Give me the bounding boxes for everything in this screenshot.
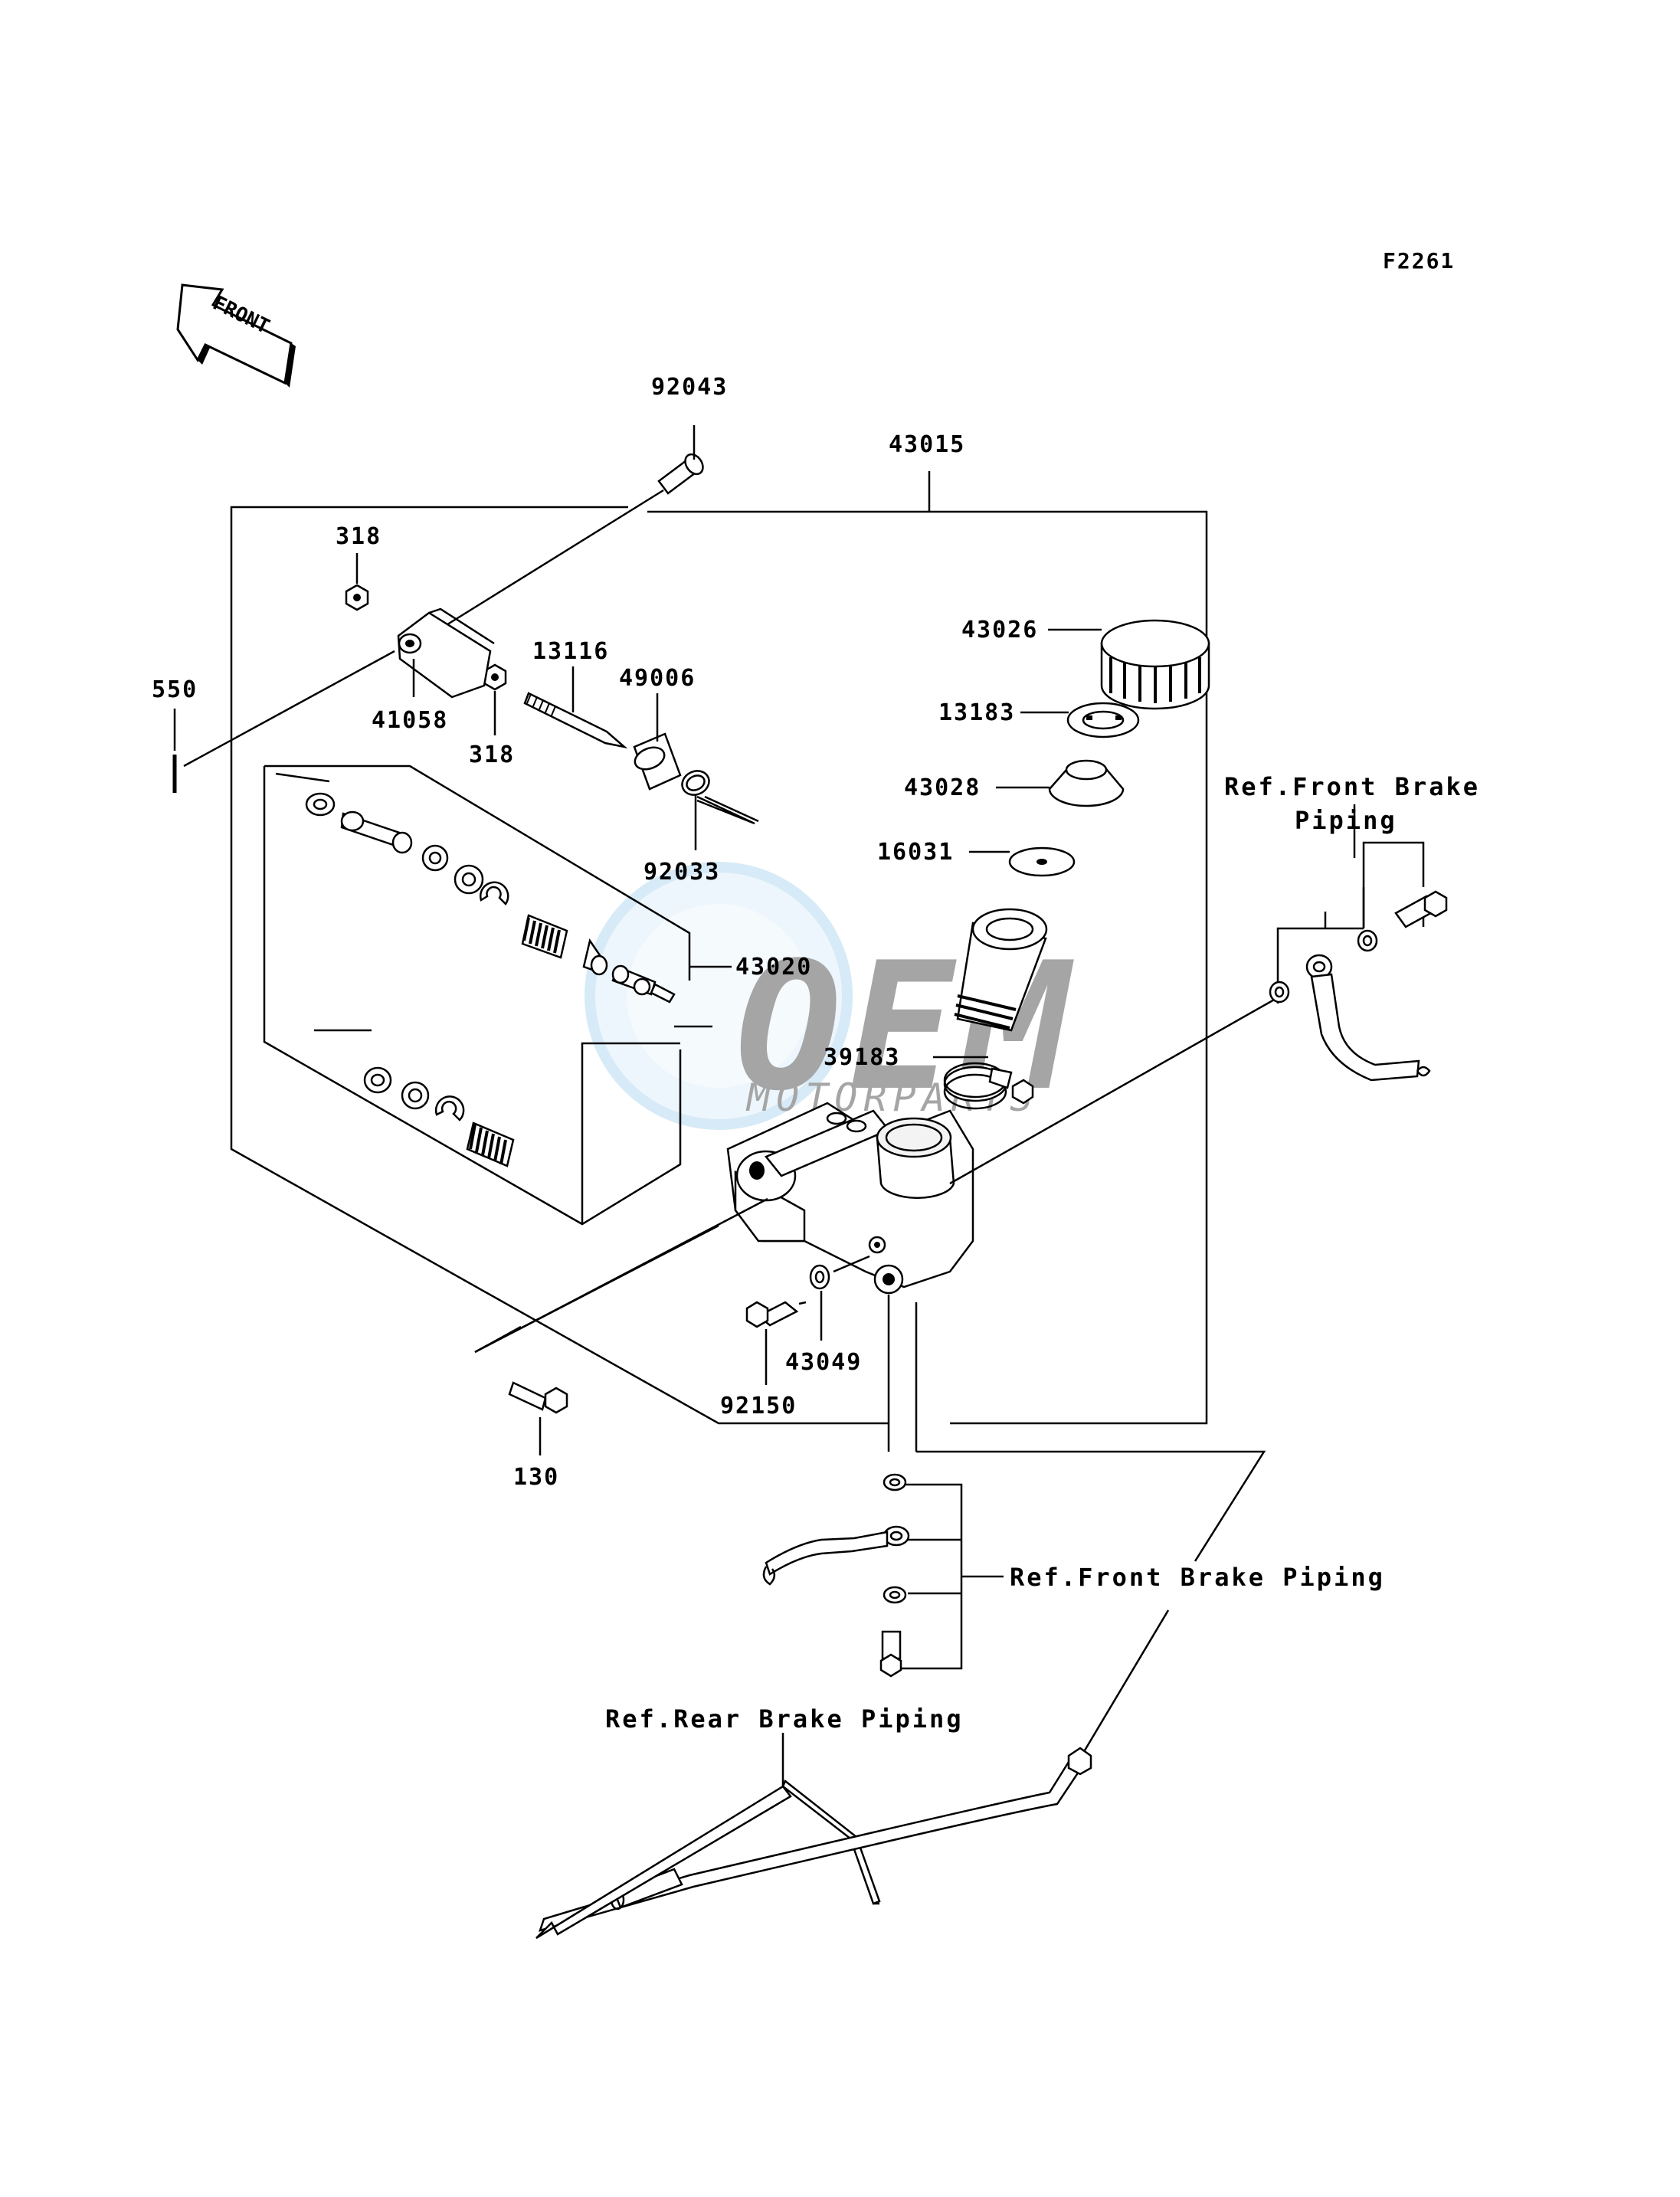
part-label-43049: 43049 [785, 1349, 862, 1376]
ref-front-brake-top-line2: Piping [1295, 806, 1397, 835]
master-cylinder-body [726, 994, 1282, 1295]
diaphragm-plate-13183 [1020, 702, 1140, 738]
part-label-39183: 39183 [824, 1044, 900, 1071]
ref-rear-brake: Ref.Rear Brake Piping [605, 1704, 964, 1734]
cotter-pin-550 [172, 650, 395, 793]
pin-92043 [428, 425, 704, 637]
front-brake-piping-right [1269, 804, 1448, 1082]
hose-clamp-39183 [933, 1056, 1034, 1110]
nut-318-lower [483, 663, 507, 735]
diaphragm-43028 [996, 759, 1125, 807]
part-label-43028: 43028 [904, 774, 981, 801]
bolt-130 [474, 1197, 768, 1455]
piston-kit-parts-lower [363, 1066, 515, 1167]
part-label-318-upper: 318 [336, 523, 382, 550]
figure-code: F2261 [1383, 248, 1455, 273]
ref-front-brake-top-line1: Ref.Front Brake [1224, 772, 1480, 801]
part-label-550: 550 [152, 676, 198, 703]
boot-49006 [633, 693, 682, 791]
part-label-43020: 43020 [735, 954, 812, 981]
reservoir-cap-43026 [1048, 619, 1210, 710]
part-label-49006: 49006 [619, 665, 696, 692]
washer-43049 [809, 1255, 870, 1341]
part-label-16031: 16031 [877, 839, 954, 866]
part-label-43015: 43015 [889, 431, 965, 458]
nut-318-upper [345, 553, 369, 611]
rear-brake-piping [535, 1609, 1170, 1940]
part-label-92150: 92150 [720, 1393, 797, 1419]
bolt-92150 [745, 1301, 807, 1385]
part-label-13183: 13183 [938, 699, 1015, 726]
subassembly-bracket-43020 [263, 765, 732, 1226]
ref-front-brake-middle: Ref.Front Brake Piping [1010, 1563, 1385, 1592]
front-direction-arrow-icon: FRONT [176, 283, 296, 388]
reservoir-tank [954, 908, 1048, 1032]
part-label-318-lower: 318 [469, 742, 515, 768]
push-rod-13116 [523, 666, 628, 749]
part-label-13116: 13116 [532, 638, 609, 665]
clevis-41058 [397, 607, 495, 699]
part-label-130: 130 [513, 1464, 559, 1491]
part-label-41058: 41058 [372, 707, 448, 734]
circlip-92033 [681, 770, 759, 850]
float-16031 [969, 846, 1076, 877]
assembly-bracket-43015 [230, 471, 1208, 1425]
part-label-92033: 92033 [644, 859, 720, 886]
front-brake-piping-middle [762, 1295, 1266, 1678]
part-label-92043: 92043 [651, 374, 728, 401]
piston-kit-parts-upper [305, 792, 676, 1004]
part-label-43026: 43026 [961, 617, 1038, 643]
